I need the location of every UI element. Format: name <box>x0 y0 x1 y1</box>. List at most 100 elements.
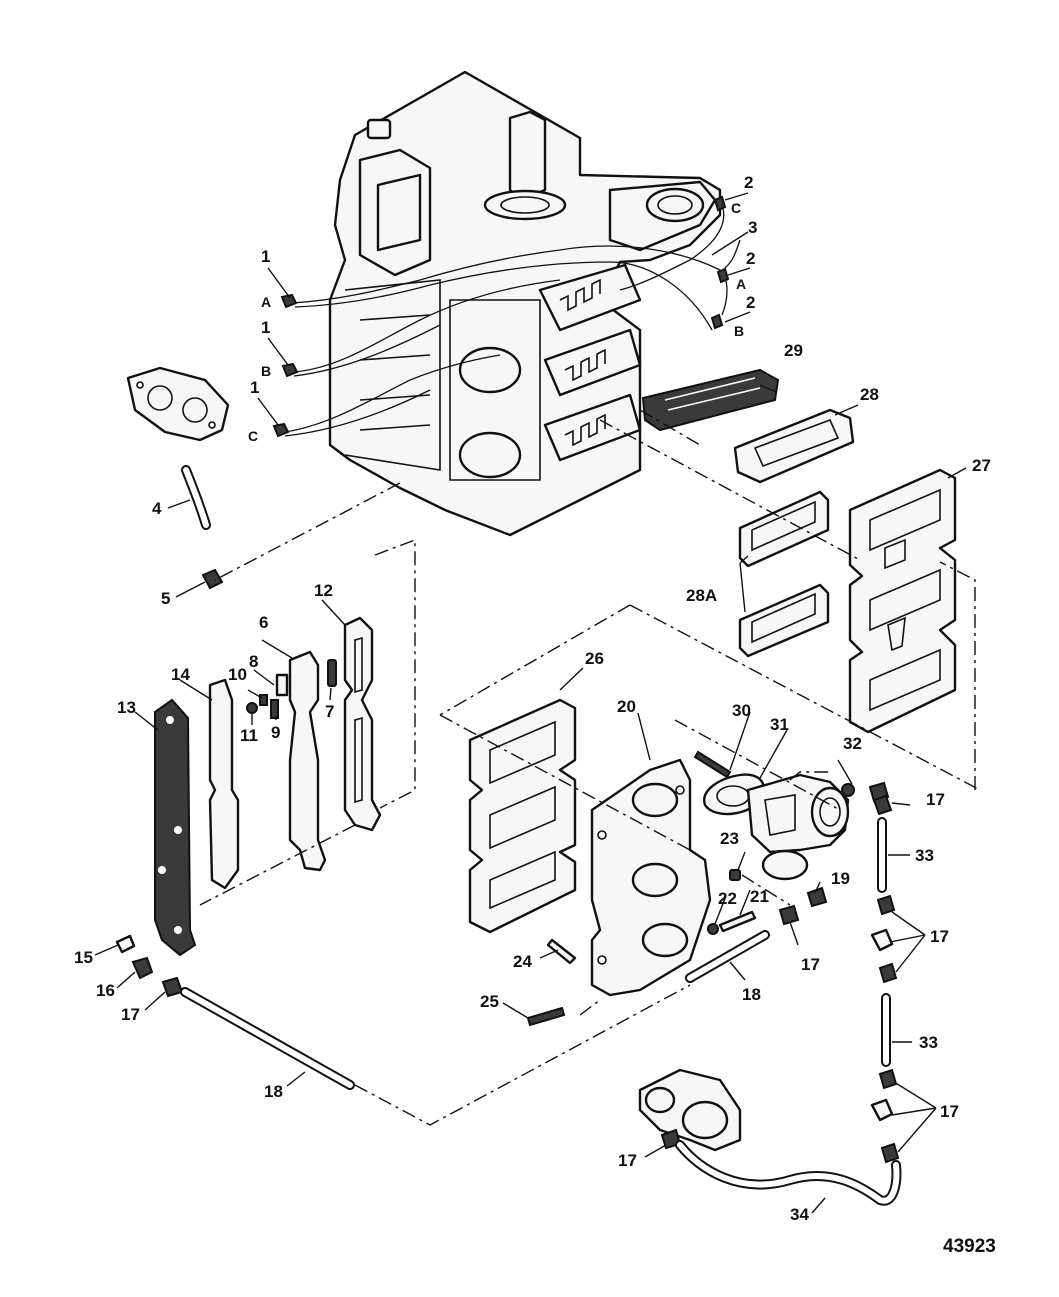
callout-4: 4 <box>152 499 162 518</box>
sensor-a-right <box>716 267 730 284</box>
callout-3: 3 <box>748 218 757 237</box>
sensor-b-right <box>710 313 724 330</box>
part-7-spring <box>327 659 337 687</box>
wire-letter-labels: A B C C A B <box>248 200 746 444</box>
callout-1: 1 <box>250 378 259 397</box>
part-29-reed-block <box>641 368 780 432</box>
part-28-gasket <box>733 408 855 484</box>
part-17-tee-upper <box>870 928 894 952</box>
wire-label-c-left: C <box>248 428 258 444</box>
wire-label-a-left: A <box>261 294 271 310</box>
callout-29: 29 <box>784 341 803 360</box>
part-15-screw <box>115 934 136 954</box>
part-22-washer <box>707 923 719 935</box>
callout-28a: 28A <box>686 586 717 605</box>
callout-22: 22 <box>718 889 737 908</box>
part-26-gasket <box>468 698 577 934</box>
part-16-fitting <box>131 956 154 980</box>
part-17-clamp-u2 <box>878 962 898 984</box>
part-23-screw <box>729 869 741 881</box>
callout-15: 15 <box>74 948 93 967</box>
callout-31: 31 <box>770 715 789 734</box>
leader-lines <box>94 192 967 1214</box>
callout-17: 17 <box>801 955 820 974</box>
part-17-clamp-l2 <box>880 1142 900 1164</box>
part-34-hose <box>675 1140 902 1206</box>
callout-27: 27 <box>972 456 991 475</box>
part-21-bolt <box>718 910 757 933</box>
part-11-screw <box>246 702 258 714</box>
callout-2: 2 <box>744 173 753 192</box>
part-9-spring <box>270 699 279 719</box>
wire-label-a-right: A <box>736 276 746 292</box>
callout-17: 17 <box>940 1102 959 1121</box>
callout-25: 25 <box>480 992 499 1011</box>
callout-11: 11 <box>240 726 258 745</box>
callout-17: 17 <box>926 790 945 809</box>
part-6-plate <box>288 650 327 872</box>
callout-10: 10 <box>228 665 247 684</box>
engine-block <box>328 70 722 537</box>
part-10-washer <box>259 694 268 706</box>
callout-32: 32 <box>843 734 862 753</box>
temperature-sensor-b <box>281 362 299 378</box>
sensor-wires <box>284 199 741 437</box>
callout-1: 1 <box>261 247 270 266</box>
callout-18: 18 <box>264 1082 283 1101</box>
callout-1: 1 <box>261 318 270 337</box>
temperature-sensor-c <box>272 422 290 438</box>
callout-12: 12 <box>314 581 333 600</box>
callout-17: 17 <box>618 1151 637 1170</box>
callout-21: 21 <box>750 887 769 906</box>
callout-19: 19 <box>831 869 850 888</box>
callout-5: 5 <box>161 589 170 608</box>
part-17-clamp-u1 <box>876 894 896 916</box>
callout-33: 33 <box>919 1033 938 1052</box>
callout-9: 9 <box>271 723 280 742</box>
callout-2: 2 <box>746 249 755 268</box>
part-17-clamp-l1 <box>878 1068 898 1090</box>
callout-26: 26 <box>585 649 604 668</box>
callout-28: 28 <box>860 385 879 404</box>
carburetor <box>746 773 850 881</box>
part-13-cover <box>154 698 197 957</box>
wire-label-b-left: B <box>261 363 271 379</box>
callout-34: 34 <box>790 1205 809 1224</box>
part-17-clamp-left <box>161 976 184 998</box>
fuel-pump <box>638 1068 742 1152</box>
callout-16: 16 <box>96 981 115 1000</box>
callout-8: 8 <box>249 652 258 671</box>
part-19-fitting <box>806 886 828 908</box>
part-14-gasket <box>208 678 240 890</box>
callout-18: 18 <box>742 985 761 1004</box>
part-24-screw <box>546 938 577 965</box>
callout-30: 30 <box>732 701 751 720</box>
wire-label-c-right: C <box>731 200 741 216</box>
callout-labels: 1 1 1 2 2 2 3 4 5 6 7 8 9 10 11 12 13 14… <box>74 173 991 1224</box>
callout-20: 20 <box>617 697 636 716</box>
part-28a-gaskets <box>738 490 830 658</box>
part-5-fitting <box>201 568 224 590</box>
part-17-clamp-top <box>872 794 893 816</box>
part-4-hose <box>181 465 211 530</box>
part-32-nut <box>841 783 855 797</box>
part-18-hose-left <box>180 987 355 1090</box>
callout-14: 14 <box>171 665 190 684</box>
wire-label-b-right: B <box>734 323 744 339</box>
figure-number: 43923 <box>943 1236 996 1257</box>
part-25-stud <box>526 1006 566 1027</box>
part-18-hose-right <box>685 930 770 983</box>
callout-7: 7 <box>325 702 334 721</box>
part-27-adaptor-plate <box>848 468 957 734</box>
assembly-centerlines <box>199 409 981 1126</box>
callout-24: 24 <box>513 952 532 971</box>
callout-6: 6 <box>259 613 268 632</box>
part-20-intake-manifold <box>590 758 712 997</box>
thermostat-cover <box>126 366 230 442</box>
callout-13: 13 <box>117 698 136 717</box>
part-30-stud <box>693 750 732 779</box>
callout-33: 33 <box>915 846 934 865</box>
callout-2: 2 <box>746 293 755 312</box>
part-17-tee-lower <box>870 1098 894 1122</box>
callout-23: 23 <box>720 829 739 848</box>
